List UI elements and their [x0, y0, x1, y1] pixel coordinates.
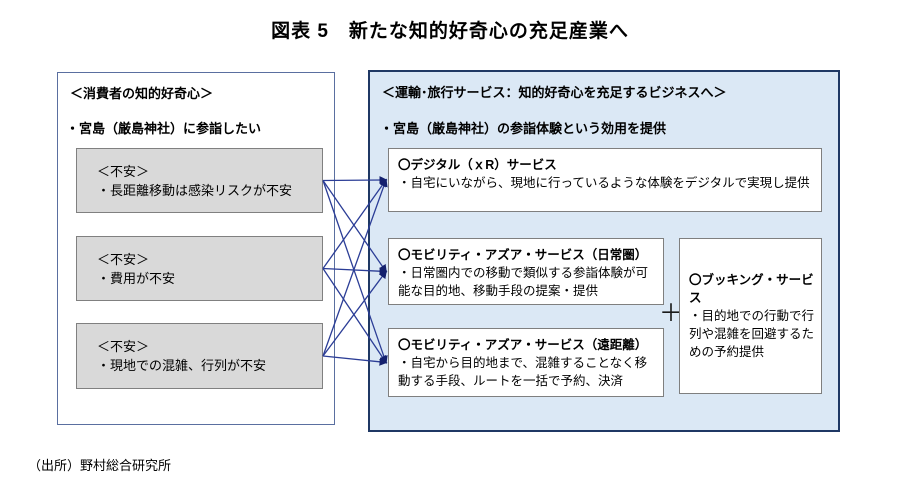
- concern-box-cost: ＜不安＞ ・費用が不安: [76, 236, 323, 301]
- service-title: 〇デジタル（ｘR）サービス: [398, 158, 557, 172]
- consumer-panel: ＜消費者の知的好奇心＞ ・宮島（厳島神社）に参詣したい ＜不安＞ ・長距離移動は…: [57, 72, 335, 425]
- service-description: ・自宅にいながら、現地に行っているような体験をデジタルで実現し提供: [398, 176, 810, 190]
- service-title: 〇モビリティ・アズア・サービス（日常圏）: [398, 248, 648, 262]
- figure-title: 図表 5 新たな知的好奇心の充足産業へ: [271, 21, 629, 42]
- consumer-desire: ・宮島（厳島神社）に参詣したい: [66, 121, 262, 136]
- service-value-proposition: ・宮島（厳島神社）の参詣体験という効用を提供: [380, 121, 667, 136]
- consumer-panel-heading: ＜消費者の知的好奇心＞: [70, 86, 214, 101]
- concern-text: ・現地での混雑、行列が不安: [97, 358, 267, 373]
- service-panel-heading: ＜運輸･旅行サービス：知的好奇心を充足するビジネスへ＞: [382, 85, 727, 100]
- service-title: 〇モビリティ・アズア・サービス（遠距離）: [398, 338, 648, 352]
- concern-box-infection-risk: ＜不安＞ ・長距離移動は感染リスクが不安: [76, 148, 323, 213]
- source-note: （出所）野村総合研究所: [28, 458, 172, 473]
- concern-label: ＜不安＞: [97, 163, 150, 179]
- concern-label: ＜不安＞: [97, 251, 150, 267]
- service-box-maas-local: 〇モビリティ・アズア・サービス（日常圏） ・日常圏内での移動で類似する参詣体験が…: [388, 238, 664, 305]
- service-box-digital-xr: 〇デジタル（ｘR）サービス ・自宅にいながら、現地に行っているような体験をデジタ…: [388, 148, 822, 212]
- service-box-booking: 〇ブッキング・サービス ・目的地での行動で行列や混雑を回避するための予約提供: [679, 238, 822, 394]
- concern-box-crowding: ＜不安＞ ・現地での混雑、行列が不安: [76, 323, 323, 389]
- concern-text: ・長距離移動は感染リスクが不安: [97, 182, 293, 198]
- concern-text: ・費用が不安: [97, 270, 176, 286]
- service-box-maas-longdistance: 〇モビリティ・アズア・サービス（遠距離） ・自宅から目的地まで、混雑することなく…: [388, 328, 664, 397]
- service-title: 〇ブッキング・サービス: [689, 273, 814, 305]
- service-description: ・日常圏内での移動で類似する参詣体験が可能な目的地、移動手段の提案・提供: [398, 266, 649, 298]
- service-description: ・目的地での行動で行列や混雑を回避するための予約提供: [689, 309, 815, 359]
- service-panel: ＜運輸･旅行サービス：知的好奇心を充足するビジネスへ＞ ・宮島（厳島神社）の参詣…: [368, 70, 840, 432]
- concern-label: ＜不安＞: [97, 339, 150, 354]
- service-description: ・自宅から目的地まで、混雑することなく移動する手段、ルートを一括で予約、決済: [398, 356, 648, 388]
